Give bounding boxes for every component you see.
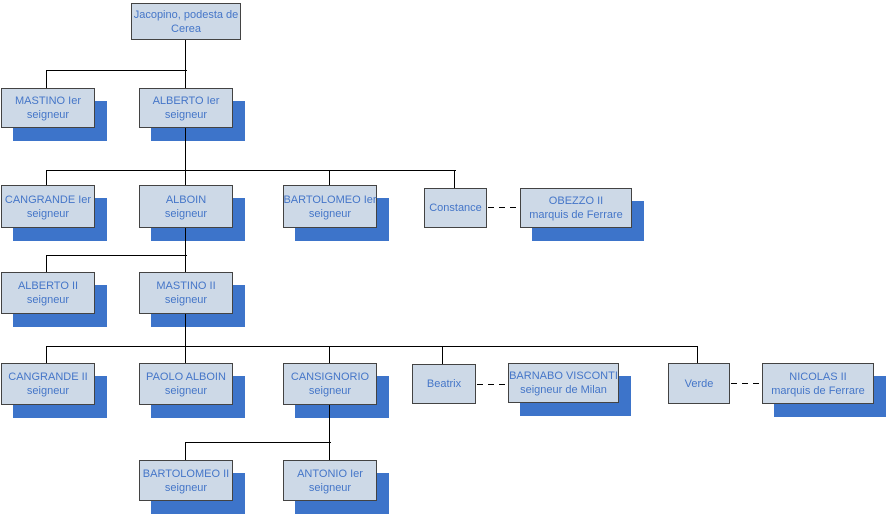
descent-connector-line — [46, 170, 48, 186]
descent-connector-line — [47, 70, 187, 72]
descent-connector-line — [697, 346, 699, 364]
tree-node-cansignorio: CANSIGNORIO seigneur — [283, 363, 377, 405]
marriage-connector-dashed — [488, 207, 520, 209]
tree-node-barnabo: BARNABO VISCONTI seigneur de Milan — [508, 363, 619, 403]
node-label: ANTONIO Ier — [297, 467, 363, 480]
node-label: seigneur — [164, 385, 208, 397]
node-label: Jacopino, podesta de — [133, 8, 239, 21]
node-label: ALBERTO Ier — [152, 95, 220, 107]
node-label: seigneur — [164, 481, 208, 494]
node-label: seigneur — [164, 294, 208, 306]
node-label: seigneur — [26, 207, 70, 220]
node-label: Constance — [429, 202, 482, 214]
node-label: CANSIGNORIO — [290, 371, 370, 383]
descent-connector-line — [442, 346, 444, 365]
descent-connector-line — [329, 405, 331, 443]
tree-node-mastino-2: MASTINO II seigneur — [139, 272, 233, 314]
descent-connector-line — [47, 255, 187, 257]
descent-connector-line — [47, 346, 698, 348]
tree-node-paolo-alboin: PAOLO ALBOIN seigneur — [139, 363, 233, 405]
node-label: seigneur — [26, 385, 70, 397]
descent-connector-line — [46, 70, 48, 88]
tree-node-obezzo-2: OBEZZO II marquis de Ferrare — [520, 188, 632, 228]
descent-connector-line — [329, 442, 331, 461]
descent-connector-line — [46, 255, 48, 273]
descent-connector-line — [47, 170, 456, 172]
node-label: ALBOIN — [165, 193, 207, 206]
node-label: seigneur — [26, 294, 70, 306]
descent-connector-line — [185, 255, 187, 273]
descent-connector-line — [329, 170, 331, 186]
tree-node-verde: Verde — [668, 363, 730, 404]
marriage-connector-dashed — [731, 383, 762, 385]
node-label: Verde — [684, 377, 714, 390]
descent-connector-line — [329, 346, 331, 364]
node-label: seigneur — [308, 481, 352, 494]
node-label: BARTOLOMEO Ier — [283, 193, 377, 206]
tree-node-constance: Constance — [424, 188, 487, 228]
descent-connector-line — [185, 314, 187, 346]
tree-node-cangrande-2: CANGRANDE II seigneur — [1, 363, 95, 405]
node-label: seigneur — [26, 109, 70, 121]
tree-node-alberto-1: ALBERTO Ier seigneur — [139, 88, 233, 128]
node-label: BARNABO VISCONTI — [509, 370, 618, 382]
node-label: MASTINO Ier — [14, 95, 81, 107]
tree-node-mastino-1: MASTINO Ier seigneur — [1, 88, 95, 128]
descent-connector-line — [185, 228, 187, 256]
descent-connector-line — [185, 346, 187, 364]
marriage-connector-dashed — [477, 384, 508, 386]
node-label: PAOLO ALBOIN — [146, 371, 226, 383]
tree-node-alberto-2: ALBERTO II seigneur — [1, 272, 95, 314]
node-label: NICOLAS II — [789, 370, 847, 383]
node-label: seigneur — [164, 109, 208, 121]
descent-connector-line — [185, 170, 187, 186]
node-label: marquis de Ferrare — [771, 384, 865, 397]
descent-connector-line — [186, 442, 331, 444]
descent-connector-line — [185, 40, 187, 88]
node-label: seigneur — [164, 207, 208, 220]
node-label: Beatrix — [426, 378, 462, 390]
node-label: marquis de Ferrare — [529, 209, 623, 221]
node-label: CANGRANDE II — [8, 371, 88, 383]
descent-connector-line — [185, 442, 187, 461]
node-label: ALBERTO II — [17, 280, 79, 292]
descent-connector-line — [454, 170, 456, 189]
node-label: seigneur de Milan — [520, 384, 607, 396]
tree-node-beatrix: Beatrix — [412, 364, 476, 404]
node-label: CANGRANDE Ier — [4, 193, 92, 206]
node-label: Cerea — [171, 22, 201, 35]
node-label: OBEZZO II — [548, 195, 604, 207]
node-label: seigneur — [308, 385, 352, 397]
descent-connector-line — [46, 346, 48, 364]
node-label: seigneur — [308, 207, 352, 220]
node-label: BARTOLOMEO II — [142, 467, 230, 480]
descent-connector-line — [185, 128, 187, 170]
node-label: MASTINO II — [156, 280, 216, 292]
